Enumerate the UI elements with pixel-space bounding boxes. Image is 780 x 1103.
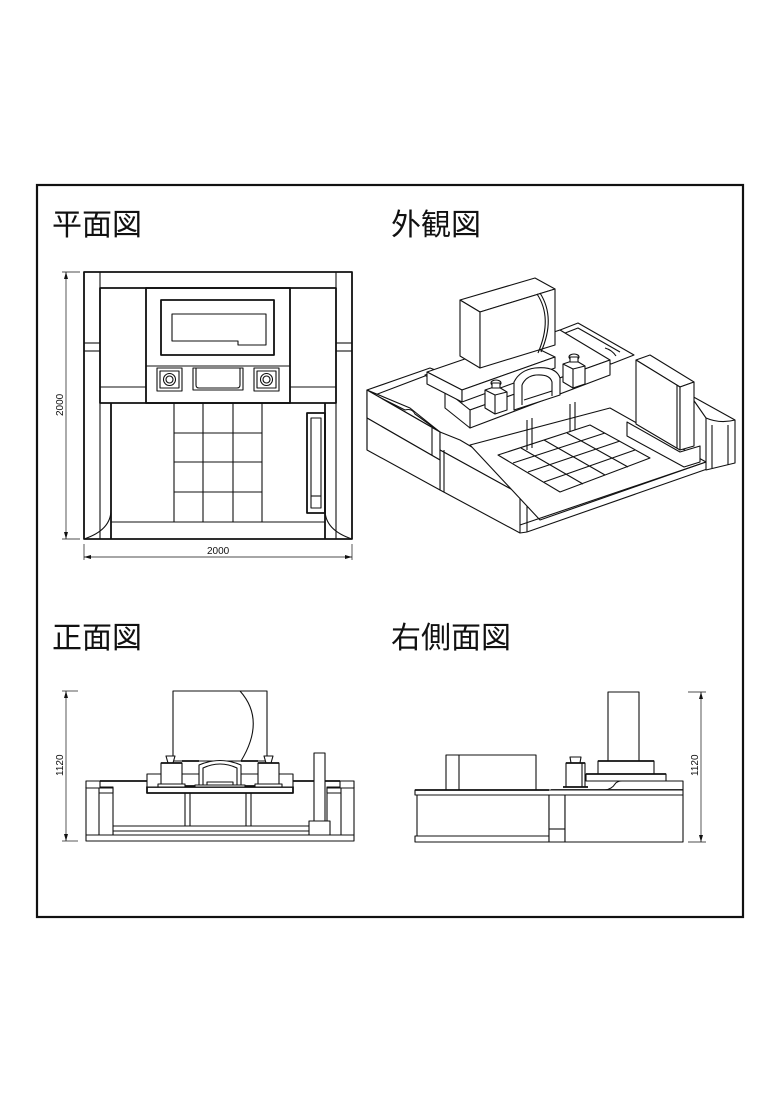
- plan-rear-platform: [99, 287, 337, 404]
- front-height-label: 1120: [55, 754, 66, 776]
- plan-depth-label: 2000: [55, 393, 66, 416]
- side-height-dimension: [688, 691, 706, 843]
- front-incense-holder: [198, 759, 242, 788]
- isometric-view-title: 外観図: [391, 208, 481, 243]
- front-vase-right: [257, 762, 280, 786]
- iso-vase-right: [562, 353, 586, 389]
- right-side-view-title: 右側面図: [391, 621, 511, 656]
- front-monument: [172, 690, 268, 762]
- plan-depth-dimension: [62, 271, 80, 540]
- isometric-view: [366, 277, 736, 534]
- plan-vase-left: [156, 367, 183, 392]
- plan-paving-grid: [173, 403, 263, 522]
- iso-monument: [459, 277, 556, 369]
- plan-incense-holder: [192, 367, 244, 391]
- right-side-view: 1120: [414, 691, 706, 843]
- plan-central-base: [145, 287, 291, 404]
- side-monument: [607, 691, 640, 762]
- plan-vase-right: [253, 367, 280, 392]
- plan-view-title: 平面図: [52, 208, 142, 243]
- front-height-dimension: [62, 690, 78, 842]
- front-vase-left: [160, 762, 183, 786]
- sheet-frame: [35, 183, 745, 919]
- front-side-plaque: [313, 752, 326, 824]
- plan-outer-boundary: [83, 271, 353, 540]
- front-view: 1120: [55, 690, 355, 842]
- plan-width-dimension: [83, 544, 353, 560]
- iso-paving-grid: [497, 424, 651, 493]
- plan-width-label: 2000: [207, 546, 230, 557]
- plan-side-plaque: [306, 412, 326, 514]
- plan-monument: [160, 299, 275, 356]
- side-height-label: 1120: [690, 754, 701, 776]
- iso-vase-left: [484, 379, 508, 415]
- front-view-title: 正面図: [52, 621, 142, 656]
- iso-incense-holder: [513, 367, 561, 411]
- plan-view: 2000 2000: [55, 271, 353, 560]
